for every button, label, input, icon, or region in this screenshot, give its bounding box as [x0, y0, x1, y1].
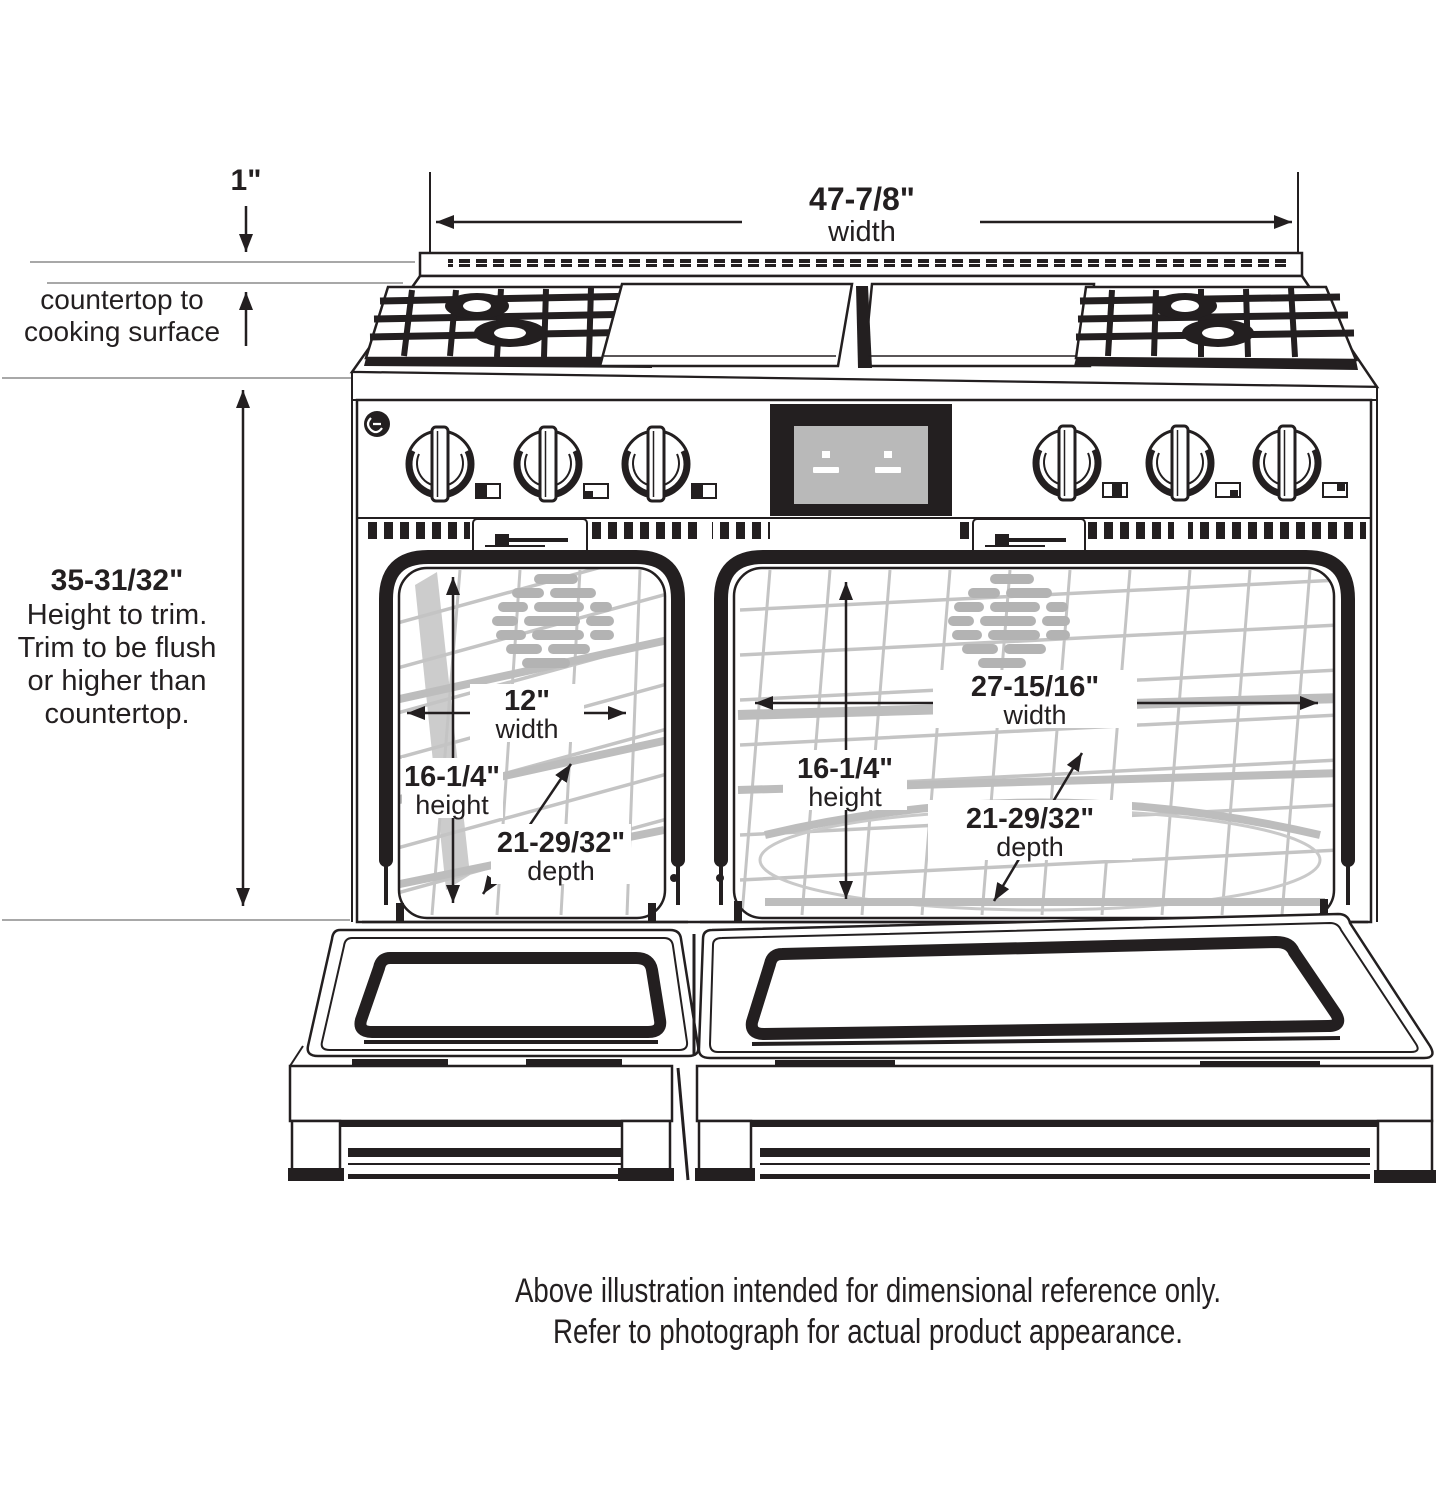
knob-3-indicator — [691, 483, 717, 499]
base-seam — [676, 1067, 690, 1181]
control-display[interactable] — [770, 404, 952, 516]
left-base-leg-right — [620, 1119, 672, 1173]
right-oven-height-value: 16-1/4" — [797, 753, 893, 785]
left-oven-door-open[interactable] — [306, 928, 700, 1058]
griddle-left — [598, 282, 854, 368]
screw-right — [716, 874, 724, 882]
hinge-1 — [396, 903, 404, 923]
hinge-2 — [648, 903, 656, 923]
left-oven-height-label: height — [415, 790, 489, 820]
height-to-trim-line4: countertop. — [44, 698, 189, 730]
right-oven-depth-label-bg — [928, 800, 1132, 860]
height-to-trim-line3: or higher than — [28, 665, 207, 697]
vent-strip — [365, 522, 1366, 539]
dimension-top-gap: 1" — [231, 164, 262, 252]
range-top — [349, 251, 1380, 401]
left-oven-width-label-bg — [470, 684, 584, 742]
right-base — [676, 1064, 1436, 1183]
right-oven-depth-label: depth — [996, 832, 1064, 862]
caption: Above illustration intended for dimensio… — [515, 1272, 1221, 1351]
screw-left — [670, 874, 678, 882]
right-oven-door-open[interactable] — [692, 912, 1434, 1060]
knob-4-indicator — [1102, 482, 1128, 498]
door-shadows — [352, 1059, 1320, 1067]
left-cavity-gasket — [379, 550, 685, 867]
reference-lines — [2, 261, 415, 921]
left-oven-width-label: width — [494, 714, 558, 744]
left-door-window — [354, 952, 667, 1038]
right-oven-depth-value: 21-29/32" — [966, 803, 1094, 835]
ge-logo — [364, 411, 390, 437]
backsplash-vents — [448, 259, 1292, 267]
left-base — [288, 1045, 674, 1181]
right-cavity-gasket-ends — [719, 860, 1350, 905]
countertop-label-line2: cooking surface — [24, 316, 220, 347]
right-oven-dimensions: 27-15/16" width 16-1/4" height 21-29/32"… — [755, 582, 1318, 902]
left-oven-width-value: 12" — [504, 685, 550, 717]
display-screen — [794, 426, 928, 504]
left-oven-racks — [399, 568, 665, 916]
griddle-divider — [856, 286, 872, 368]
left-oven-height-label-bg — [402, 758, 503, 818]
knob-6-indicator — [1322, 482, 1348, 498]
right-oven-height-label-bg — [783, 750, 907, 810]
right-cavity-gasket — [714, 550, 1355, 867]
left-oven-depth-value: 21-29/32" — [497, 827, 625, 859]
right-oven-height-label: height — [808, 782, 882, 812]
countertop-label-line1: countertop to — [40, 284, 203, 315]
left-oven-depth-label: depth — [527, 856, 595, 886]
left-cavity-inner-frame — [397, 566, 667, 920]
control-knobs — [407, 426, 1348, 501]
right-burner-grates — [1074, 285, 1358, 370]
hinge-3 — [734, 901, 742, 921]
hinge-4 — [1320, 899, 1328, 919]
left-oven-height-value: 16-1/4" — [404, 761, 500, 793]
dimension-overall-width: 47-7/8" width — [429, 172, 1299, 257]
right-oven-width-value: 27-15/16" — [971, 671, 1099, 703]
right-cavity-inner-frame — [732, 566, 1336, 920]
height-to-trim-line2: Trim to be flush — [18, 632, 217, 664]
right-oven-width-label-bg — [933, 670, 1137, 728]
griddle-right — [862, 282, 1096, 368]
top-gap-value: 1" — [231, 164, 262, 197]
dimension-height-to-trim: 35-31/32" Height to trim. Trim to be flu… — [18, 390, 250, 906]
left-cavity-gasket-ends — [384, 860, 680, 905]
knob-1-indicator — [475, 483, 501, 499]
caption-line1: Above illustration intended for dimensio… — [515, 1272, 1221, 1310]
right-oven-width-label: width — [1002, 700, 1066, 730]
right-base-leg-left — [697, 1119, 753, 1173]
griddle-plates — [598, 282, 1096, 368]
height-to-trim-line1: Height to trim. — [27, 599, 208, 631]
right-base-leg-right — [1376, 1119, 1434, 1175]
right-door-window — [745, 935, 1345, 1041]
left-burner-grates — [364, 285, 654, 368]
left-door-latch — [472, 518, 588, 558]
overall-width-label: width — [827, 216, 896, 248]
left-oven-depth-label-bg — [491, 824, 631, 884]
height-to-trim-value: 35-31/32" — [51, 564, 184, 597]
knob-2-indicator — [583, 483, 609, 499]
right-oven-cavity — [670, 550, 1355, 920]
dimension-countertop-to-cooking-surface: countertop to cooking surface — [24, 284, 253, 347]
caption-line2: Refer to photograph for actual product a… — [553, 1313, 1183, 1351]
knob-5-indicator — [1215, 482, 1241, 498]
overall-width-value: 47-7/8" — [809, 181, 915, 217]
left-base-leg-left — [290, 1119, 342, 1173]
left-oven-dimensions: 12" width 16-1/4" height 21-29/32" depth — [402, 577, 631, 903]
